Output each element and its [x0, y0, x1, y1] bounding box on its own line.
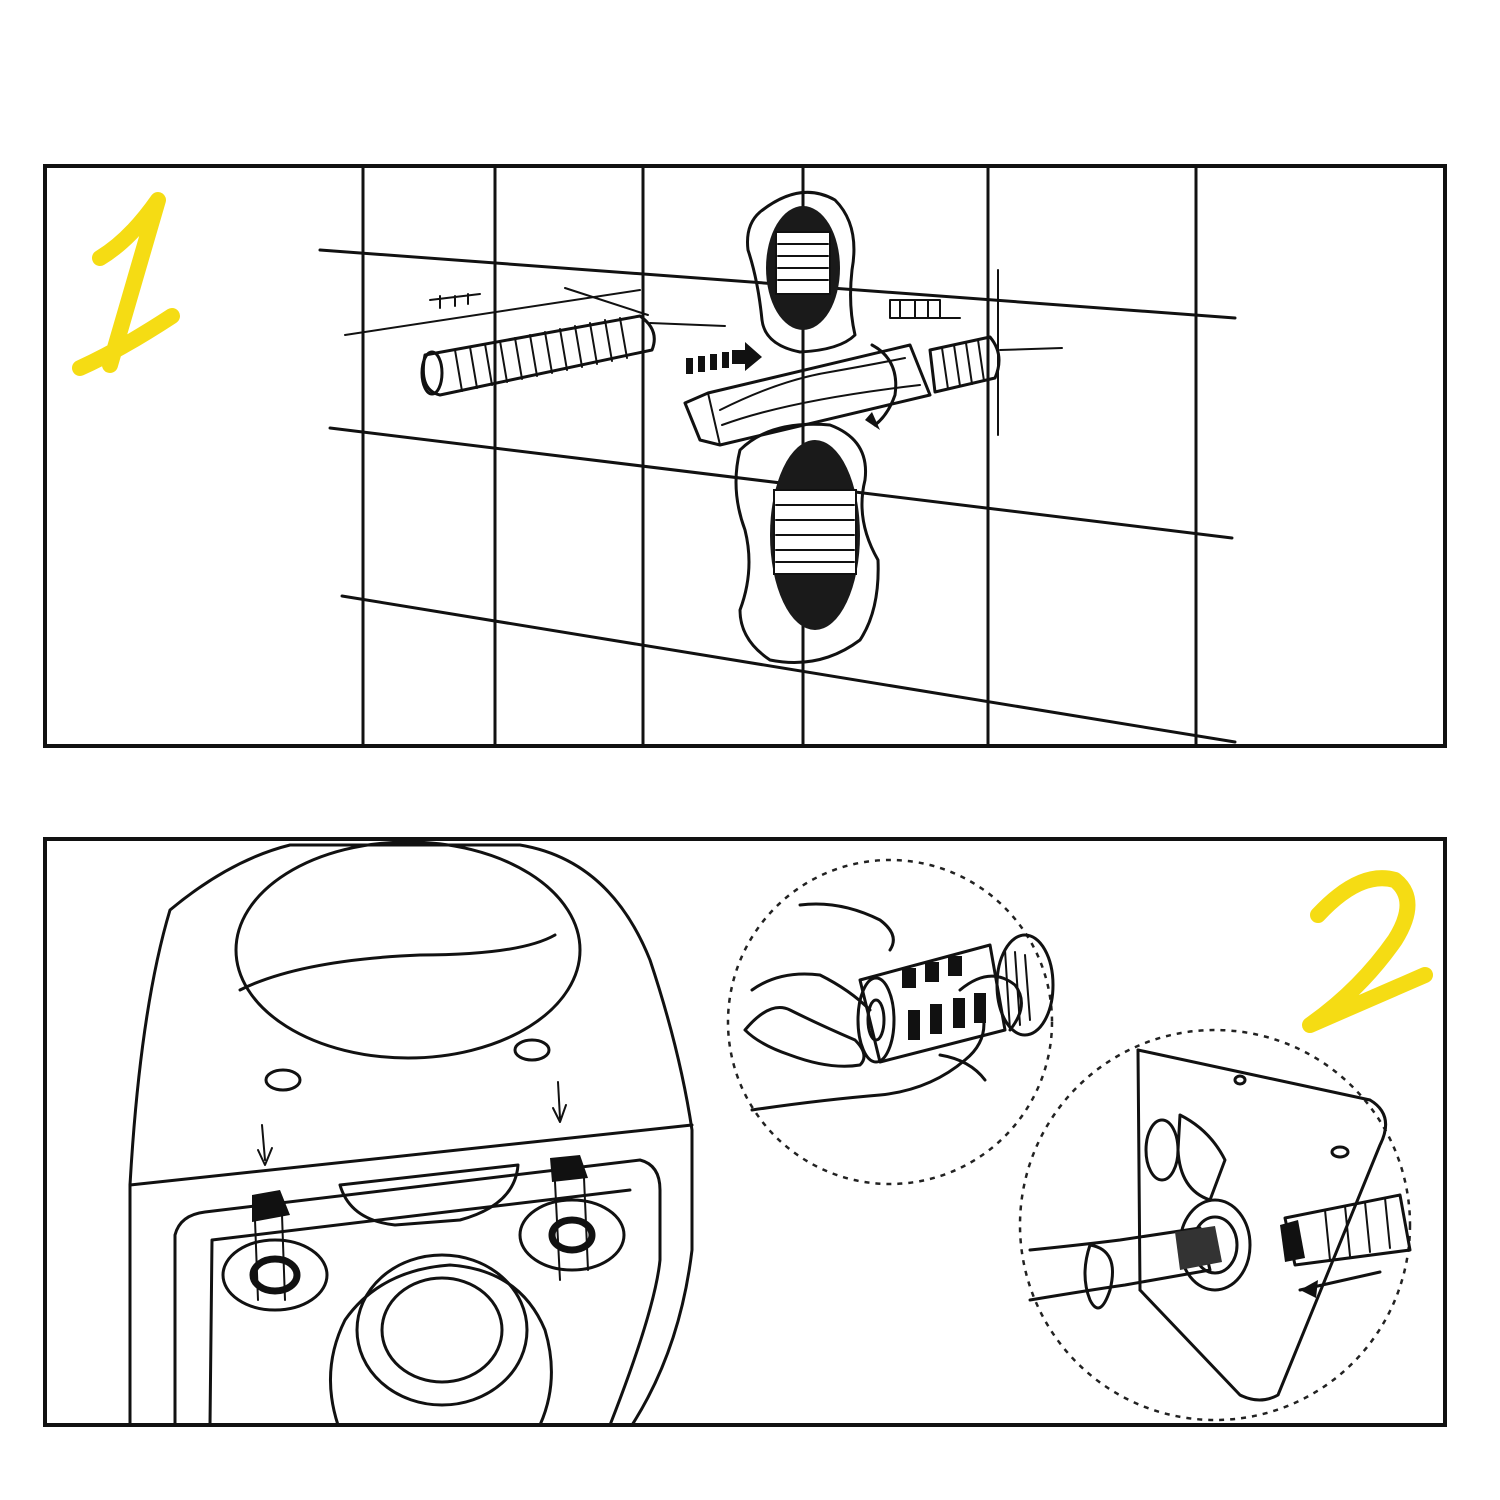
panel-2-frame — [43, 837, 1447, 1427]
panel-step-2: 2 — [43, 837, 1447, 1427]
rotate-arrow-icon — [865, 343, 898, 430]
detail-wrench-tighten-icon — [1018, 1028, 1412, 1422]
detail-hand-tighten-icon — [726, 858, 1055, 1186]
mounting-bolt-icon — [221, 1081, 626, 1312]
wall-opening-lower-icon — [734, 422, 880, 664]
insert-arrow-icon — [686, 342, 762, 374]
toilet-base-icon — [128, 840, 694, 1427]
step-number-1: 1 — [72, 192, 180, 376]
panel-1-frame — [43, 164, 1447, 748]
threaded-bolt-icon — [344, 287, 726, 397]
wall-opening-icon — [746, 190, 857, 354]
step-number-2: 2 — [1302, 870, 1433, 1033]
panel-step-1: 1 — [43, 164, 1447, 748]
wall-anchor-icon — [683, 269, 1063, 447]
